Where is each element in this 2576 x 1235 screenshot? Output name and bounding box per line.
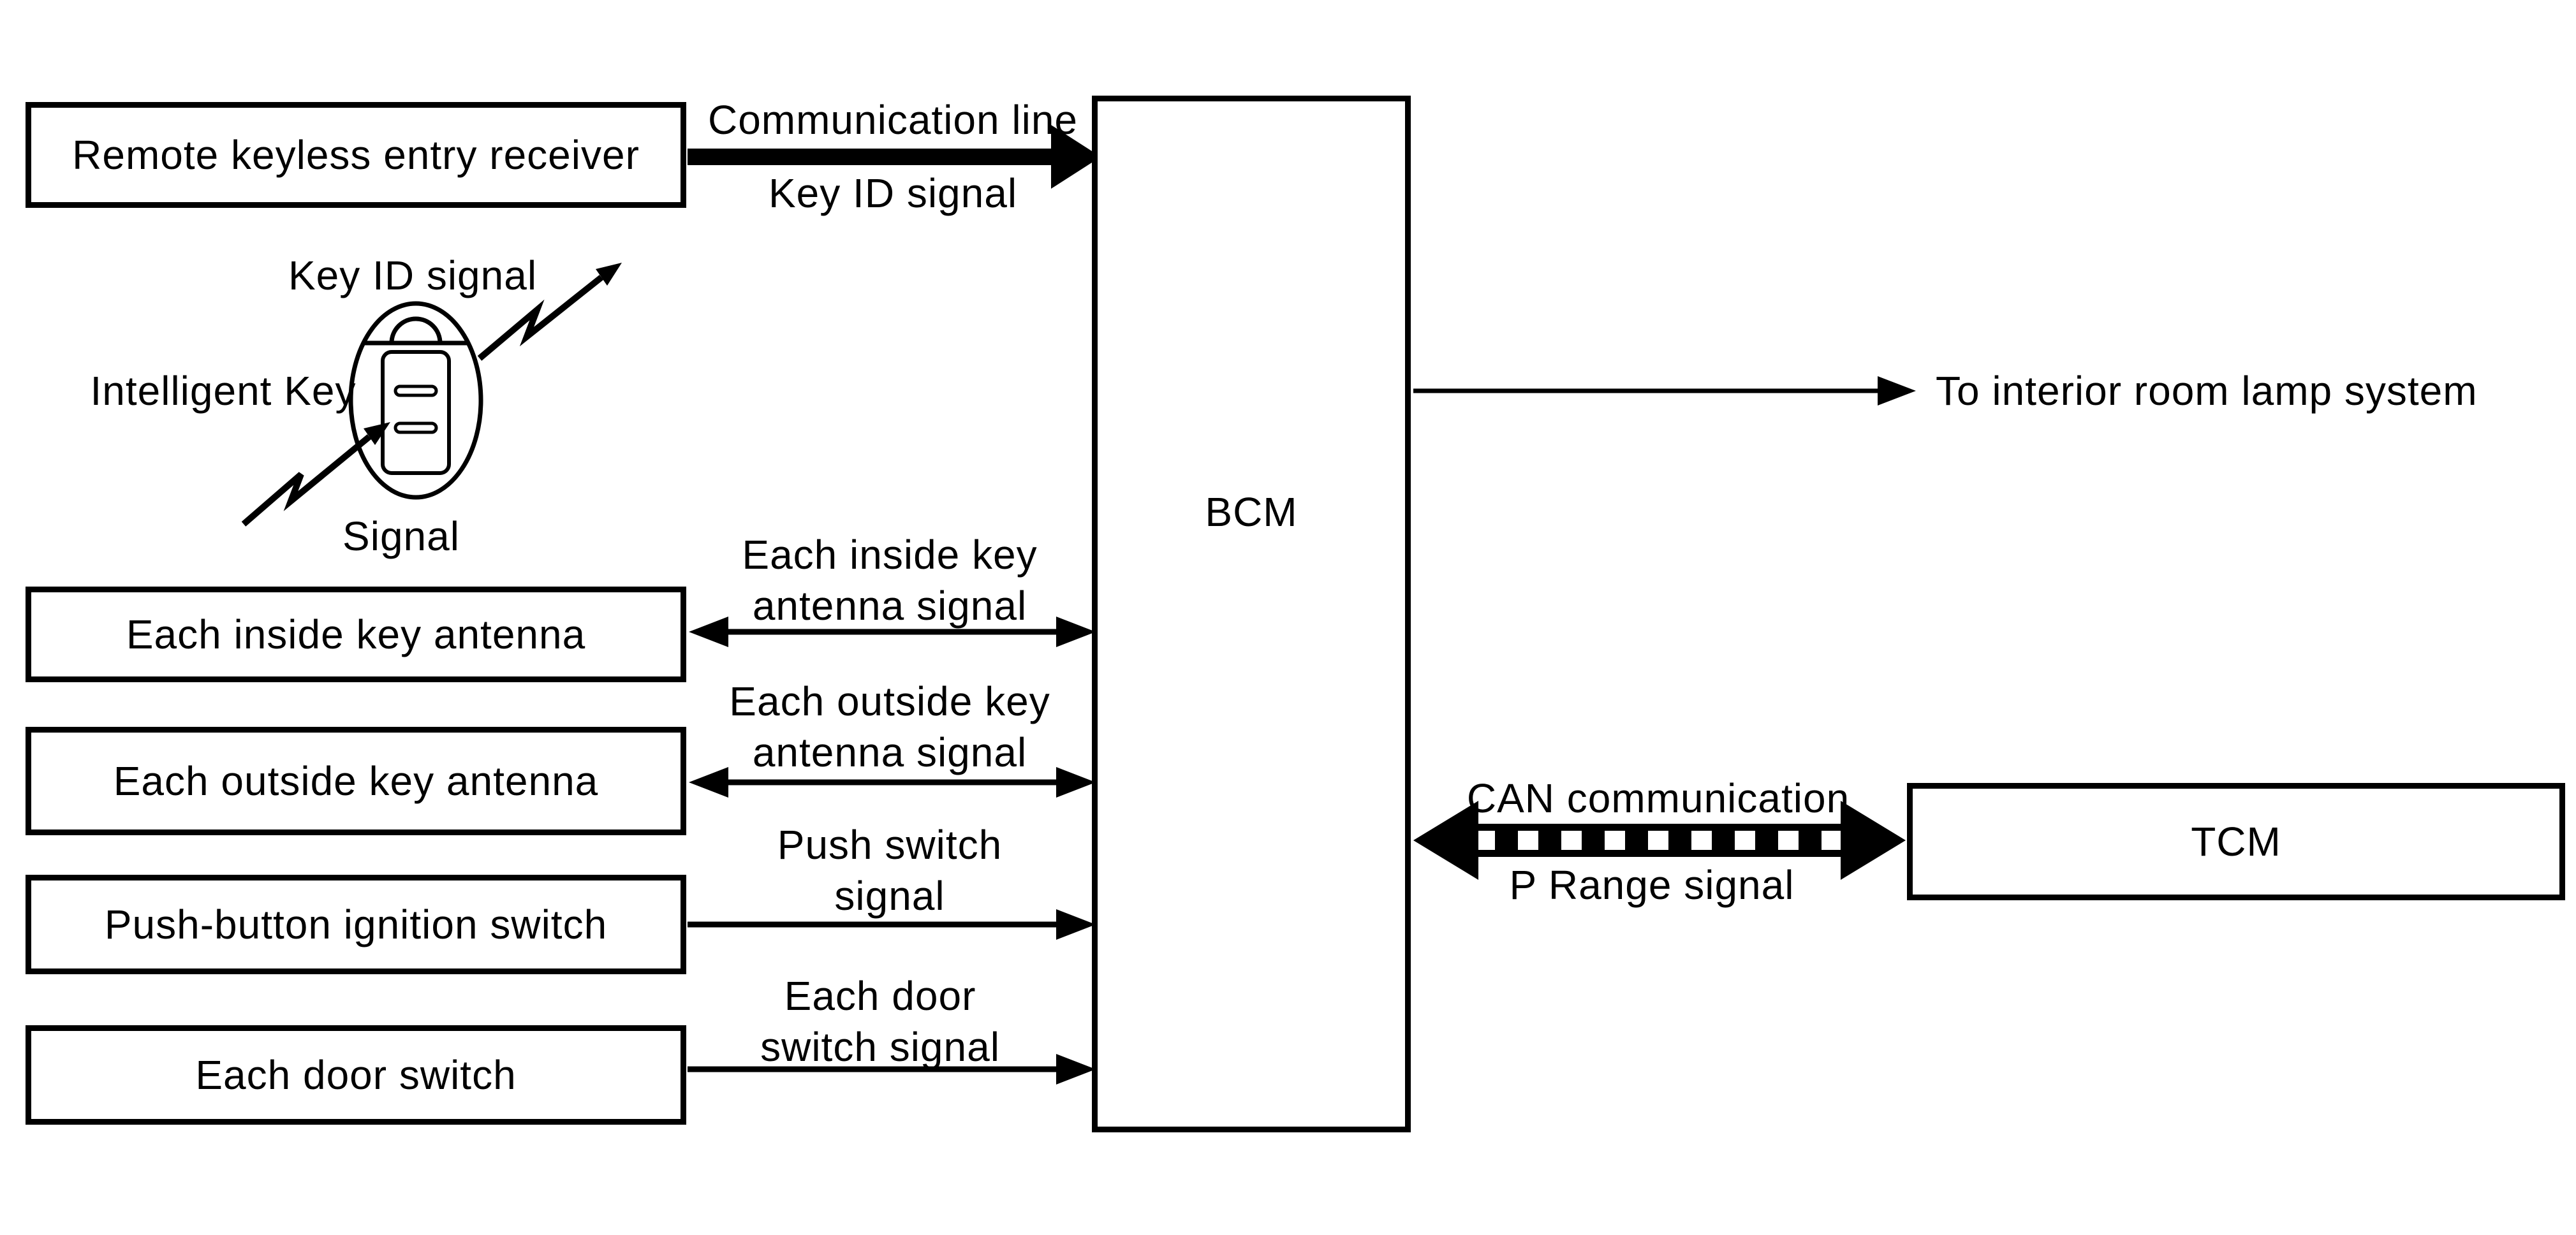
label-can-communication: CAN communication: [1466, 775, 1850, 821]
label-to-interior-room-lamp-system: To interior room lamp system: [1936, 368, 2478, 414]
box-tcm: TCM: [1907, 783, 2565, 900]
box-label: Each outside key antenna: [113, 758, 599, 804]
box-label: Each door switch: [195, 1052, 517, 1098]
label-intelligent-key: Intelligent Key: [90, 368, 357, 414]
box-remote-keyless-entry-receiver: Remote keyless entry receiver: [26, 102, 686, 208]
interior-lamp-arrow: [1413, 376, 1916, 406]
label-signal: Signal: [342, 513, 460, 559]
can-communication-arrow: [1413, 801, 1906, 880]
box-each-outside-key-antenna: Each outside key antenna: [26, 727, 686, 835]
intelligent-key-icon: [348, 301, 483, 500]
box-bcm: BCM: [1092, 96, 1411, 1132]
box-each-inside-key-antenna: Each inside key antenna: [26, 587, 686, 682]
communication-line-arrow: [688, 125, 1101, 189]
door-switch-arrow: [688, 1054, 1096, 1085]
box-label: TCM: [2191, 819, 2281, 865]
inside-antenna-arrow: [689, 617, 1096, 647]
label-communication-line: Communication line: [707, 97, 1078, 143]
outside-antenna-arrow: [689, 767, 1096, 798]
label-push-switch-signal: Push switch signal: [777, 822, 1003, 919]
push-switch-arrow: [688, 909, 1096, 940]
box-label: BCM: [1205, 489, 1298, 535]
label-inside-antenna-signal: Each inside key antenna signal: [742, 532, 1038, 629]
box-push-button-ignition-switch: Push-button ignition switch: [26, 875, 686, 974]
box-each-door-switch: Each door switch: [26, 1025, 686, 1125]
label-p-range-signal: P Range signal: [1509, 862, 1795, 908]
key-id-signal-zigzag-icon: [477, 263, 622, 361]
signal-zigzag-icon: [241, 422, 390, 527]
box-label: Remote keyless entry receiver: [72, 132, 640, 178]
box-label: Each inside key antenna: [126, 611, 586, 657]
label-outside-antenna-signal: Each outside key antenna signal: [729, 678, 1050, 775]
label-key-id-signal-key: Key ID signal: [288, 252, 538, 298]
label-door-switch-signal: Each door switch signal: [760, 973, 1000, 1070]
label-key-id-signal-top: Key ID signal: [768, 170, 1018, 216]
box-label: Push-button ignition switch: [104, 902, 608, 947]
